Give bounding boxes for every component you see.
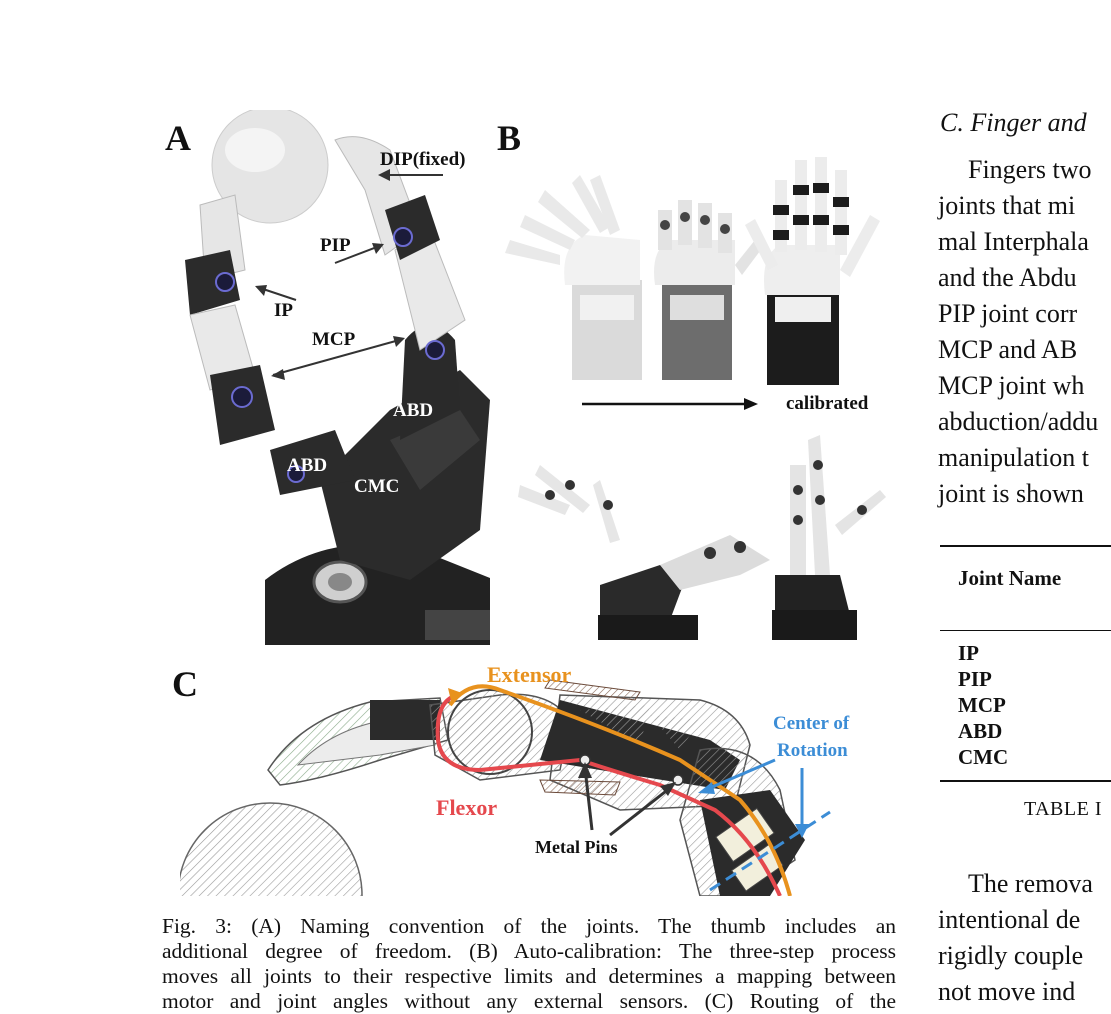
- panel-letter-a: A: [165, 120, 191, 156]
- caption-line: moves all joints to their respective lim…: [162, 964, 896, 989]
- table-row: IP: [958, 640, 979, 667]
- paragraph-line: intentional de: [938, 902, 1111, 938]
- label-mcp: MCP: [312, 330, 355, 349]
- paragraph-line: mal Interphala: [938, 224, 1111, 260]
- table-row: CMC: [958, 744, 1008, 771]
- section-title: C. Finger and: [940, 108, 1087, 138]
- robot-hand-thumb-illustration: [160, 110, 490, 650]
- label-metal-pins: Metal Pins: [535, 838, 618, 856]
- table-row: MCP: [958, 692, 1006, 719]
- body-paragraph-2: The remova intentional de rigidly couple…: [938, 866, 1111, 1010]
- label-abd-right: ABD: [393, 401, 433, 420]
- label-cmc: CMC: [354, 477, 399, 496]
- table-header-joint-name: Joint Name: [958, 566, 1061, 591]
- table-row: ABD: [958, 718, 1002, 745]
- figure-caption: Fig. 3: (A) Naming convention of the joi…: [162, 914, 896, 1014]
- paragraph-line: The remova: [938, 866, 1111, 902]
- paragraph-line: rigidly couple: [938, 938, 1111, 974]
- label-flexor: Flexor: [436, 797, 497, 819]
- table-row: PIP: [958, 666, 992, 693]
- table-top-rule: [940, 545, 1111, 547]
- label-ip: IP: [274, 301, 293, 320]
- paragraph-line: Fingers two: [938, 152, 1111, 188]
- paragraph-line: MCP joint wh: [938, 368, 1111, 404]
- figure-panel-a: [160, 110, 490, 650]
- caption-line: additional degree of freedom. (B) Auto-c…: [162, 939, 896, 964]
- paragraph-line: not move ind: [938, 974, 1111, 1010]
- label-abd-left: ABD: [287, 456, 327, 475]
- label-pip: PIP: [320, 236, 351, 255]
- label-center-of-rotation-1: Center of: [773, 714, 849, 733]
- label-extensor: Extensor: [487, 664, 571, 686]
- body-paragraph-1: Fingers two joints that mi mal Interphal…: [938, 152, 1111, 512]
- table-bottom-rule: [940, 780, 1111, 782]
- label-dip: DIP(fixed): [380, 150, 465, 169]
- paragraph-line: PIP joint corr: [938, 296, 1111, 332]
- table-header-rule: [940, 630, 1111, 631]
- caption-line: motor and joint angles without any exter…: [162, 989, 896, 1014]
- label-center-of-rotation-2: Rotation: [777, 741, 848, 760]
- paragraph-line: and the Abdu: [938, 260, 1111, 296]
- label-calibrated: calibrated: [786, 394, 868, 413]
- paragraph-line: manipulation t: [938, 440, 1111, 476]
- paragraph-line: abduction/addu: [938, 404, 1111, 440]
- tendon-routing-diagram: [180, 660, 870, 896]
- paragraph-line: MCP and AB: [938, 332, 1111, 368]
- paragraph-line: joints that mi: [938, 188, 1111, 224]
- caption-line: Fig. 3: (A) Naming convention of the joi…: [162, 914, 896, 939]
- table-caption: TABLE I: [1024, 798, 1102, 821]
- figure-panel-c: [180, 660, 870, 896]
- paragraph-line: joint is shown: [938, 476, 1111, 512]
